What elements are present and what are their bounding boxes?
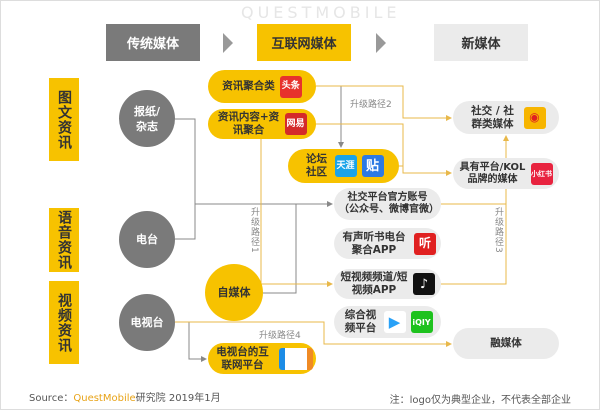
path-2-label: 升级路径2 <box>350 100 392 110</box>
label: 资讯聚合类 <box>222 80 275 92</box>
line-agg-right <box>316 85 452 121</box>
node-video-platform: 综合视频平台 ▶ iQIY <box>334 306 441 338</box>
path-4-label: 升级路径4 <box>259 331 301 341</box>
line-radio <box>175 204 196 240</box>
node-short-video: 短视频频道/短视频APP ♪ <box>334 269 441 299</box>
douyin-logo-icon: ♪ <box>413 273 435 295</box>
node-social-media: 社交 / 社群类媒体 ◉ <box>453 101 559 134</box>
watermark: QUESTMOBILE <box>241 3 401 22</box>
header-new: 新媒体 <box>434 24 528 61</box>
label: 短视频频道/短视频APP <box>340 271 408 296</box>
node-tv: 电视台 <box>119 294 175 351</box>
line-tv-fusion <box>175 321 452 347</box>
node-tv-internet: 电视台的互联网平台 <box>208 343 316 374</box>
netease-logo-icon: 网易 <box>284 113 307 135</box>
tianya-logo-icon: 天涯 <box>334 155 357 177</box>
label: 社交 / 社群类媒体 <box>471 104 514 130</box>
ximalaya-logo-icon: 听 <box>414 232 436 255</box>
node-fusion-media: 融媒体 <box>453 328 559 359</box>
weibo-logo-icon: ◉ <box>523 106 546 129</box>
line-self <box>263 204 297 294</box>
node-news-agg: 资讯聚合类 头条 <box>208 70 316 103</box>
label: 电视台的互联网平台 <box>216 345 269 371</box>
arrow-icon <box>223 33 233 53</box>
label: 资讯内容+资讯聚合 <box>217 111 280 136</box>
category-text: 图文资讯 <box>49 78 79 161</box>
node-audio: 有声听书电台聚合APP 听 <box>334 228 441 259</box>
footnote: 注：logo仅为典型企业，不代表全部企业 <box>389 395 571 406</box>
source-suffix: 研究院 2019年1月 <box>135 393 221 404</box>
node-news-content: 资讯内容+资讯聚合 网易 <box>208 109 316 139</box>
node-self-media: 自媒体 <box>205 264 263 321</box>
xiaohongshu-logo-icon: 小红书 <box>530 162 553 185</box>
node-forum: 论坛社区 天涯 贴 <box>288 149 399 183</box>
label: 论坛社区 <box>306 153 327 178</box>
source: Source：QuestMobile研究院 2019年1月 <box>29 389 221 404</box>
path-1-label: 升级路径1 <box>249 207 259 254</box>
tencent-video-logo-icon: ▶ <box>383 311 406 333</box>
line-content-right <box>316 123 452 176</box>
header-traditional: 传统媒体 <box>106 24 200 61</box>
line-tv-down <box>175 321 207 362</box>
label: 综合视频平台 <box>344 309 377 334</box>
mgtv-logo-icon <box>278 347 313 370</box>
tieba-logo-icon: 贴 <box>361 155 384 177</box>
category-audio: 语音资讯 <box>49 208 79 272</box>
node-newspaper: 报纸/杂志 <box>119 90 175 147</box>
label: 有声听书电台聚合APP <box>342 230 406 256</box>
line-paper <box>175 118 333 207</box>
label: 具有平台/KOL品牌的媒体 <box>459 161 526 185</box>
path-3-label: 升级路径3 <box>493 207 503 254</box>
iqiyi-logo-icon: iQIY <box>410 311 433 333</box>
node-radio: 电台 <box>119 211 175 268</box>
node-kol-media: 具有平台/KOL品牌的媒体 小红书 <box>453 158 559 189</box>
toutiao-logo-icon: 头条 <box>279 75 302 98</box>
node-social-official: 社交平台官方账号（公众号、微博官微） <box>334 188 441 220</box>
header-internet: 互联网媒体 <box>257 24 351 61</box>
arrow-icon <box>376 33 386 53</box>
line-path2 <box>316 85 344 148</box>
source-prefix: Source： <box>29 393 74 404</box>
source-brand: QuestMobile <box>73 393 136 404</box>
category-video: 视频资讯 <box>49 281 79 364</box>
